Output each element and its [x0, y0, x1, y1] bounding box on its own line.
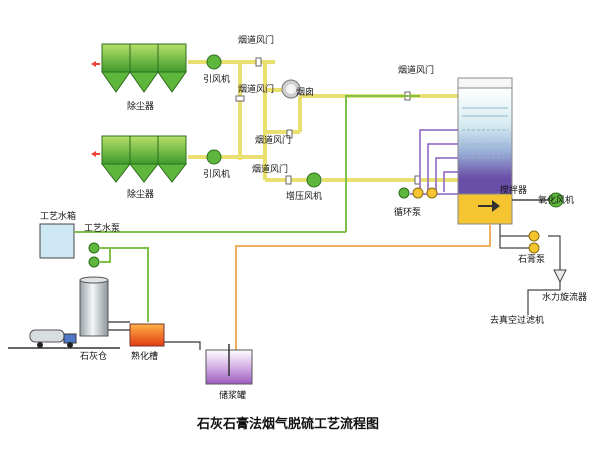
- label-induced-fan-1: 引风机: [203, 73, 230, 85]
- lime-truck: [8, 329, 120, 349]
- label-flue-damper-left1: 烟道风门: [238, 83, 274, 95]
- label-circulation-pump: 循环泵: [394, 206, 421, 218]
- label-chimney: 烟囱: [296, 86, 314, 98]
- label-flue-damper-tower: 烟道风门: [398, 64, 434, 76]
- induced-fan-1: [206, 54, 222, 70]
- hydrocyclone: [553, 269, 567, 284]
- label-dust-collector-2: 除尘器: [127, 188, 154, 200]
- label-hydrocyclone: 水力旋流器: [542, 291, 587, 303]
- label-dust-collector-1: 除尘器: [127, 100, 154, 112]
- process-water-tank: [39, 223, 75, 259]
- water-pipes: [100, 95, 420, 322]
- label-booster-fan: 增压风机: [286, 190, 322, 202]
- oxidation-fan: [548, 192, 564, 208]
- label-oxidation-fan: 氧化风机: [538, 194, 574, 206]
- label-process-water-pump: 工艺水泵: [84, 222, 120, 234]
- lime-silo: [79, 276, 109, 337]
- slurry-pipes: [235, 224, 491, 350]
- booster-fan: [306, 172, 322, 188]
- diagram-title: 石灰石膏法烟气脱硫工艺流程图: [196, 416, 379, 432]
- label-flue-damper-lower: 烟道风门: [252, 163, 288, 175]
- label-induced-fan-2: 引风机: [203, 168, 230, 180]
- slurry-storage-tank: [205, 344, 253, 385]
- circulation-pumps: [398, 187, 438, 199]
- gypsum-pump-2: [528, 242, 540, 254]
- label-slurry-tank: 储浆罐: [219, 389, 246, 401]
- label-slaking-tank: 熟化槽: [131, 350, 158, 362]
- label-gypsum-pump: 石膏泵: [518, 253, 545, 265]
- process-water-pump-1: [88, 242, 100, 254]
- slaking-tank: [129, 323, 165, 347]
- label-flue-damper-top: 烟道风门: [238, 34, 274, 46]
- dust-collector-2: [91, 135, 188, 183]
- gypsum-pump-1: [528, 230, 540, 242]
- dust-collector-1: [91, 43, 187, 93]
- absorption-tower: [457, 77, 513, 225]
- label-agitator: 搅拌器: [500, 184, 527, 196]
- label-vacuum-filter: 去真空过滤机: [490, 314, 544, 326]
- label-flue-damper-mid: 烟道风门: [255, 134, 291, 146]
- label-process-water-tank: 工艺水箱: [40, 210, 76, 222]
- gypsum-line: [499, 224, 561, 315]
- label-lime-silo: 石灰仓: [80, 350, 107, 362]
- process-water-pump-2: [88, 256, 100, 268]
- chimney: [281, 79, 301, 99]
- induced-fan-2: [206, 149, 222, 165]
